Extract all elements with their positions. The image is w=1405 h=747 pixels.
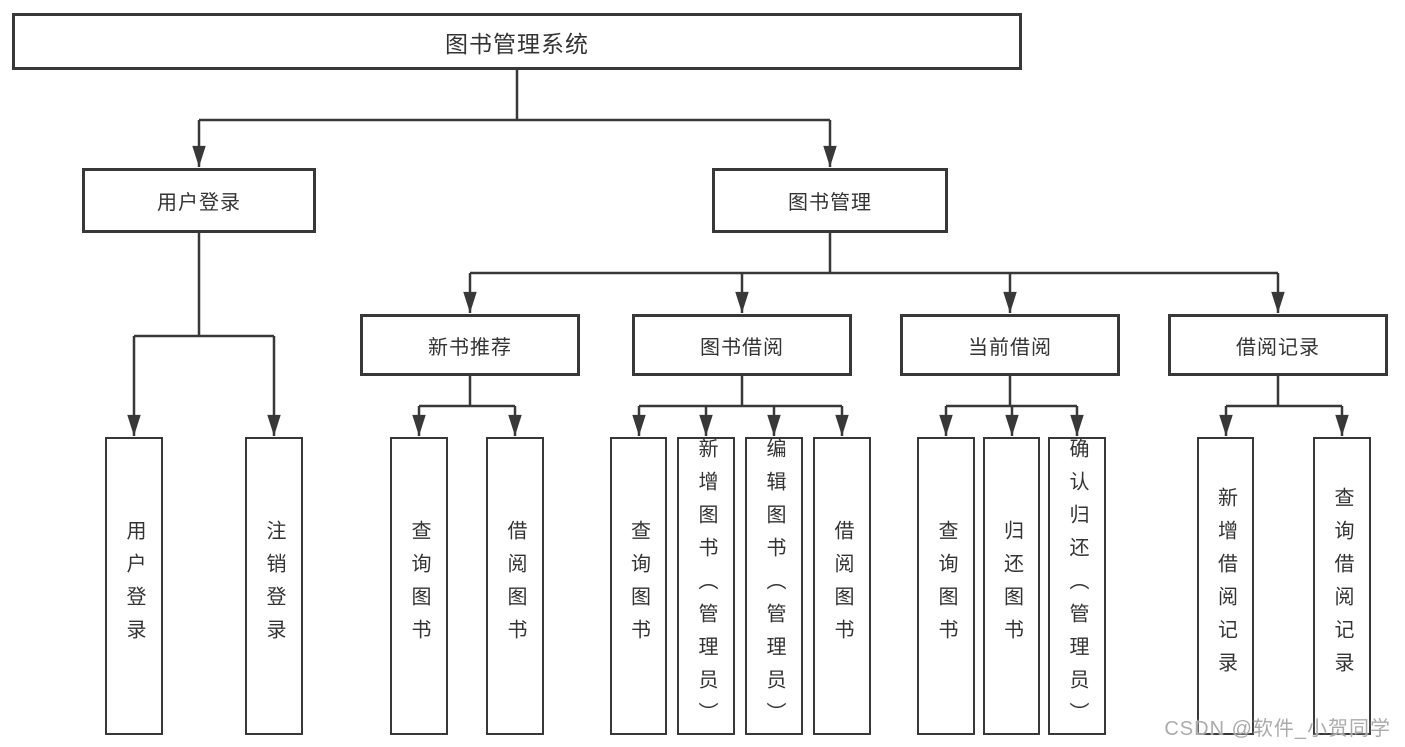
leaf-newbooks-borrow-books-label: 借阅图书 <box>504 520 526 652</box>
leaf-borrow-query-books: 查询图书 <box>610 437 667 735</box>
node-current-borrow: 当前借阅 <box>900 314 1120 376</box>
node-root-label: 图书管理系统 <box>445 30 589 57</box>
node-book-management-label: 图书管理 <box>788 192 872 214</box>
node-user-login: 用户登录 <box>82 168 316 233</box>
node-book-management: 图书管理 <box>712 168 948 233</box>
leaf-user-login-label: 用户登录 <box>123 520 145 652</box>
leaf-borrow-query-books-label: 查询图书 <box>627 520 650 652</box>
leaf-current-query-books-label: 查询图书 <box>935 520 957 652</box>
leaf-newbooks-query-books-label: 查询图书 <box>408 520 430 652</box>
watermark: CSDN @软件_小贺同学 <box>1164 718 1391 740</box>
node-new-book-recommend: 新书推荐 <box>360 314 580 376</box>
node-borrow-records-label: 借阅记录 <box>1236 336 1320 359</box>
leaf-borrow-borrow-books-label: 借阅图书 <box>831 520 853 652</box>
node-user-login-label: 用户登录 <box>157 192 241 214</box>
leaf-user-login: 用户登录 <box>105 437 163 735</box>
connector-current-borrow-to-leaves <box>939 376 1084 436</box>
leaf-borrow-borrow-books: 借阅图书 <box>813 437 871 735</box>
leaf-logout-label: 注销登录 <box>263 520 285 652</box>
connector-user-login-to-leaves <box>127 233 281 436</box>
leaf-records-add-borrow-record: 新增借阅记录 <box>1197 437 1254 735</box>
connector-root-to-level2 <box>192 70 837 167</box>
leaf-newbooks-query-books: 查询图书 <box>390 437 448 735</box>
leaf-borrow-edit-books-admin: 编辑图书（管理员） <box>745 437 803 735</box>
connector-book-borrow-to-leaves <box>632 376 849 436</box>
leaf-current-confirm-return-admin-label: 确认归还（管理员） <box>1066 437 1088 735</box>
leaf-borrow-add-books-admin: 新增图书（管理员） <box>677 437 735 735</box>
node-borrow-records: 借阅记录 <box>1168 314 1388 376</box>
leaf-current-return-books-label: 归还图书 <box>1000 520 1023 652</box>
leaf-newbooks-borrow-books: 借阅图书 <box>486 437 544 735</box>
node-root: 图书管理系统 <box>12 13 1022 70</box>
connector-borrow-records-to-leaves <box>1219 376 1349 436</box>
node-book-borrow-label: 图书借阅 <box>700 336 784 359</box>
leaf-borrow-edit-books-admin-label: 编辑图书（管理员） <box>763 437 785 735</box>
leaf-borrow-add-books-admin-label: 新增图书（管理员） <box>695 437 717 735</box>
leaf-current-return-books: 归还图书 <box>983 437 1040 735</box>
leaf-current-query-books: 查询图书 <box>917 437 975 735</box>
leaf-records-query-borrow-record-label: 查询借阅记录 <box>1331 487 1353 685</box>
leaf-logout: 注销登录 <box>245 437 303 735</box>
leaf-records-query-borrow-record: 查询借阅记录 <box>1313 437 1371 735</box>
connector-book-management-to-level3 <box>463 233 1285 313</box>
node-book-borrow: 图书借阅 <box>632 314 852 376</box>
node-new-book-recommend-label: 新书推荐 <box>428 336 512 359</box>
leaf-records-add-borrow-record-label: 新增借阅记录 <box>1214 487 1237 685</box>
leaf-current-confirm-return-admin: 确认归还（管理员） <box>1048 437 1106 735</box>
connector-new-book-recommend-to-leaves <box>412 376 522 436</box>
node-current-borrow-label: 当前借阅 <box>968 336 1052 359</box>
